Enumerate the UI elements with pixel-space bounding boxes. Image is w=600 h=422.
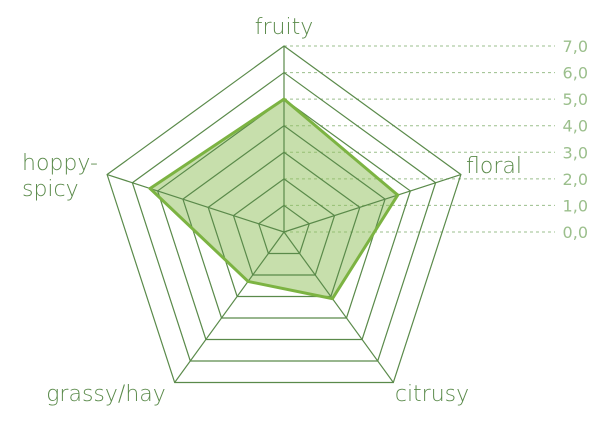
tick-label: 6,0 [563,64,588,83]
grid-spoke [106,173,285,233]
grid-ring [182,124,386,319]
tick-label: 5,0 [563,90,588,109]
data-point [246,279,250,283]
tick-label: 1,0 [563,196,588,215]
grid-ring [232,178,336,276]
grid-ring [207,151,361,298]
data-point [396,193,400,197]
tick-label: 0,0 [563,223,588,242]
series-area [150,99,398,299]
grid-ring [106,45,462,384]
series-outline [148,97,400,301]
category-label: grassy/hay [46,382,166,407]
grid-spoke [174,231,285,383]
grid-ring [131,71,437,362]
category-label: hoppy-spicy [22,151,98,202]
grid-spoke [283,173,462,233]
tick-label: 2,0 [563,170,588,189]
tick-label: 4,0 [563,117,588,136]
grid-ring [258,204,310,255]
tick-label: 3,0 [563,143,588,162]
category-label: fruity [255,15,314,40]
category-label: floral [466,154,522,179]
grid-spoke [283,231,394,383]
data-point [330,297,334,301]
data-point [148,186,152,190]
tick-label: 7,0 [563,37,588,56]
grid-ring [156,98,412,341]
data-point [282,97,286,101]
category-label: citrusy [395,382,469,407]
